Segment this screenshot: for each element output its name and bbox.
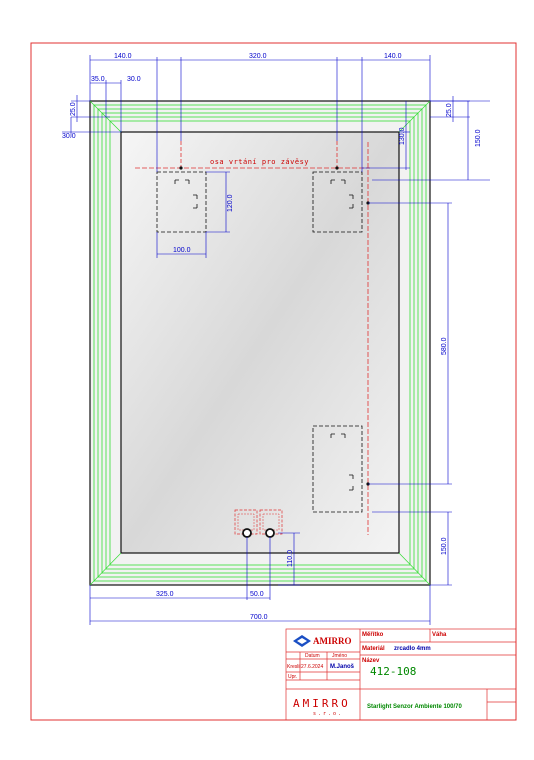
hanger-top-left — [156, 171, 207, 233]
jmeno-label: Jméno — [332, 653, 347, 659]
logo-text: AMIRRO — [313, 636, 352, 646]
dim-right-130: 130.0 — [399, 127, 406, 145]
sensor-right — [265, 528, 275, 538]
company-name: AMIRRO — [293, 697, 351, 710]
dim-top-right: 140.0 — [384, 53, 402, 60]
dim-right-150-top: 150.0 — [475, 129, 482, 147]
datum-label: Datum — [305, 653, 320, 659]
sheet-border — [30, 42, 517, 721]
mirror-frame — [89, 100, 431, 586]
company-suffix: s.r.o. — [313, 711, 343, 717]
dim-left-25: 25.0 — [70, 102, 77, 116]
dim-left-30a: 30.0 — [127, 76, 141, 83]
sensor-left — [242, 528, 252, 538]
mirror-glass — [120, 131, 400, 554]
title-block — [285, 628, 517, 721]
nazev-label: Název — [362, 658, 380, 664]
dim-right-25: 25.0 — [446, 103, 453, 117]
vaha-label: Váha — [432, 632, 447, 638]
part-number: 412-108 — [370, 665, 416, 678]
dim-left-30b: 30.0 — [62, 133, 76, 140]
material-value: zrcadlo 4mm — [394, 646, 431, 652]
meritko-label: Měřítko — [362, 632, 384, 638]
dim-hanger-width: 100.0 — [173, 247, 191, 254]
dim-bottom-110: 110.0 — [287, 550, 294, 567]
hanger-axis-note: osa vrtání pro závěsy — [210, 158, 309, 166]
material-label: Materiál — [362, 646, 385, 652]
dim-left-35: 35.0 — [91, 76, 105, 83]
hanger-bottom-right — [312, 425, 363, 513]
upr-label: Upr. — [288, 674, 297, 680]
dim-bottom-150: 150.0 — [441, 537, 448, 555]
dim-top-left: 140.0 — [114, 53, 132, 60]
dim-right-580: 580.0 — [441, 337, 448, 355]
dim-overall-700: 700.0 — [250, 614, 268, 621]
product-name: Starlight Senzor Ambiente 100/70 — [367, 704, 462, 710]
dim-bottom-325: 325.0 — [156, 591, 174, 598]
kreslil-name: M.Janoš — [330, 664, 355, 670]
hanger-top-right — [312, 171, 363, 233]
kreslil-date: 27.6.2024 — [301, 664, 323, 670]
dim-hanger-height: 120.0 — [227, 194, 234, 212]
amirro-logo: AMIRRO — [293, 635, 352, 647]
dim-bottom-50: 50.0 — [250, 591, 264, 598]
kreslil-label: Kreslil — [287, 664, 301, 670]
sensor-group — [234, 509, 283, 538]
dim-top-mid: 320.0 — [249, 53, 267, 60]
